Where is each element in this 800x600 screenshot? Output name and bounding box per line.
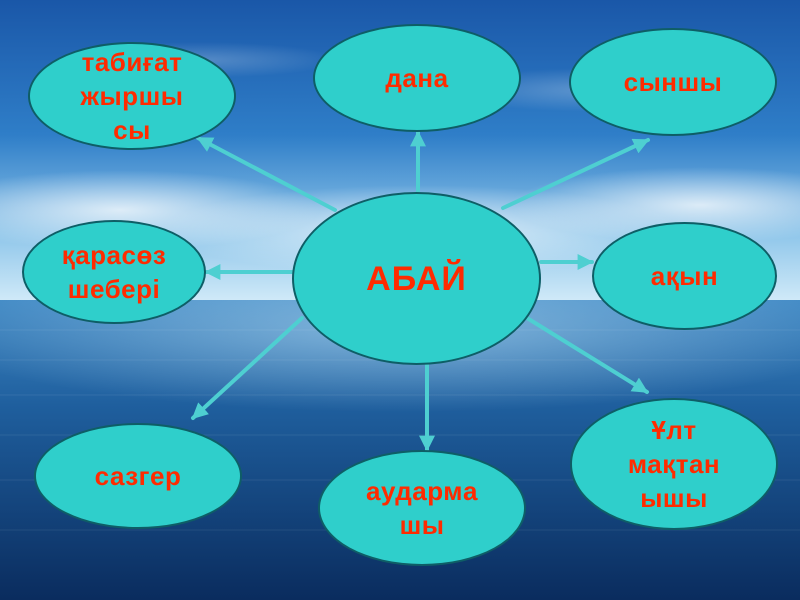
- arrow-to-ult: [525, 316, 649, 394]
- node-label: сыншы: [623, 67, 723, 97]
- node-sazger: сазгер: [34, 423, 242, 529]
- node-tabigat-zhyrshysy: табиғат жыршы сы: [28, 42, 236, 150]
- center-label: АБАЙ: [366, 259, 467, 298]
- node-label: аудармa шы: [366, 476, 478, 540]
- arrow-to-sazger: [191, 316, 304, 420]
- node-ult-maktanyshy: Ұлт мақтан ышы: [570, 398, 778, 530]
- node-akyn: ақын: [592, 222, 777, 330]
- node-label: табиғат жыршы сы: [80, 47, 184, 145]
- node-center-abai: АБАЙ: [292, 192, 541, 365]
- node-dana: дана: [313, 24, 521, 132]
- node-label: дана: [385, 63, 449, 93]
- node-synshy: сыншы: [569, 28, 777, 136]
- node-label: ақын: [650, 261, 719, 291]
- arrow-to-tabigat: [196, 136, 337, 212]
- node-label: сазгер: [94, 461, 182, 491]
- node-audarmashy: аудармa шы: [318, 450, 526, 566]
- arrow-to-synshy: [501, 138, 650, 210]
- node-label: қарасөз шебері: [61, 240, 167, 304]
- node-karasoz-sheberi: қарасөз шебері: [22, 220, 206, 324]
- node-label: Ұлт мақтан ышы: [627, 415, 721, 513]
